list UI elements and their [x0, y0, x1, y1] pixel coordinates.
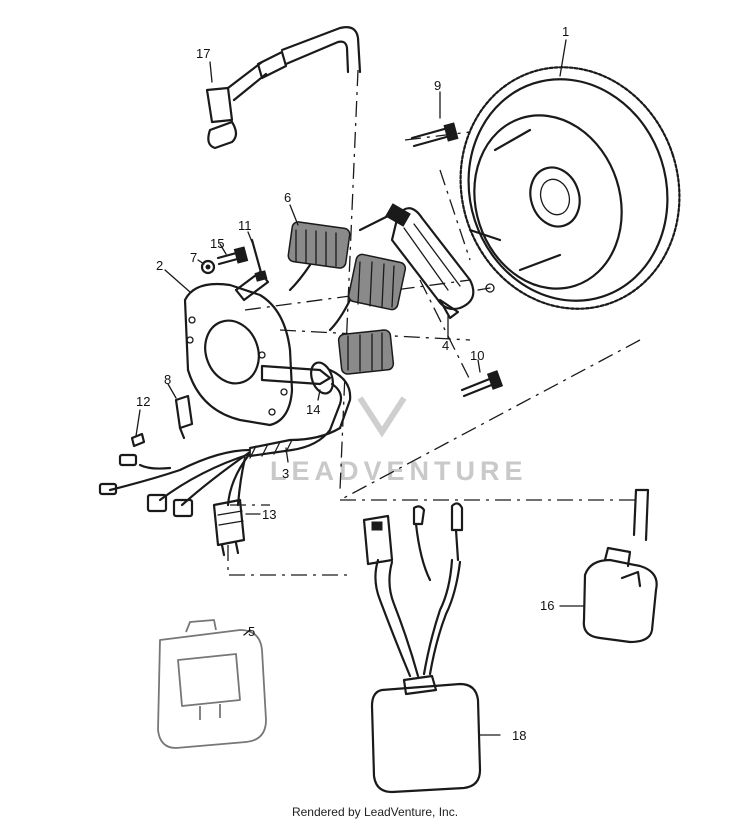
grommet[interactable]: [307, 360, 352, 432]
callout-8: 8: [164, 372, 171, 387]
spark-plug-cap[interactable]: [205, 26, 362, 150]
screw-lower[interactable]: [460, 359, 504, 398]
callout-5: 5: [248, 624, 255, 639]
callout-10: 10: [470, 348, 484, 363]
callout-9: 9: [434, 78, 441, 93]
callout-4: 4: [442, 338, 449, 353]
callout-14: 14: [306, 402, 320, 417]
callout-3: 3: [282, 466, 289, 481]
callout-6: 6: [284, 190, 291, 205]
callout-17: 17: [196, 46, 210, 61]
callout-16: 16: [540, 598, 554, 613]
callout-18: 18: [512, 728, 526, 743]
callout-15: 15: [210, 236, 224, 251]
connector[interactable]: [212, 498, 261, 557]
callout-12: 12: [136, 394, 150, 409]
assembly-guide-lines: [227, 69, 641, 576]
callout-13: 13: [262, 507, 276, 522]
stator-coils[interactable]: [287, 204, 407, 375]
washer[interactable]: [197, 259, 216, 275]
bolt[interactable]: [216, 243, 249, 266]
ignition-coil[interactable]: [559, 488, 658, 644]
footer-credit: Rendered by LeadVenture, Inc.: [291, 805, 459, 819]
callout-labels: 1 2 3 4 5 6 7 8 9 10 11 12 13 14 15 16 1…: [136, 24, 569, 743]
callout-1: 1: [562, 24, 569, 39]
screw-upper[interactable]: [410, 91, 459, 148]
clamp[interactable]: [167, 383, 194, 440]
screw-stator[interactable]: [247, 231, 268, 282]
flywheel[interactable]: [430, 39, 711, 338]
callout-2: 2: [156, 258, 163, 273]
wire-harness[interactable]: [98, 426, 342, 518]
pulser-coil[interactable]: [385, 203, 495, 339]
callout-11: 11: [238, 218, 252, 233]
cdi-unit[interactable]: [157, 619, 267, 749]
watermark: LEADVENTURE: [270, 396, 528, 486]
watermark-text: LEADVENTURE: [270, 456, 528, 486]
callout-7: 7: [190, 250, 197, 265]
clamp-screw[interactable]: [130, 409, 146, 448]
rectifier-unit[interactable]: [362, 502, 501, 794]
stator-base-plate[interactable]: [164, 269, 332, 427]
